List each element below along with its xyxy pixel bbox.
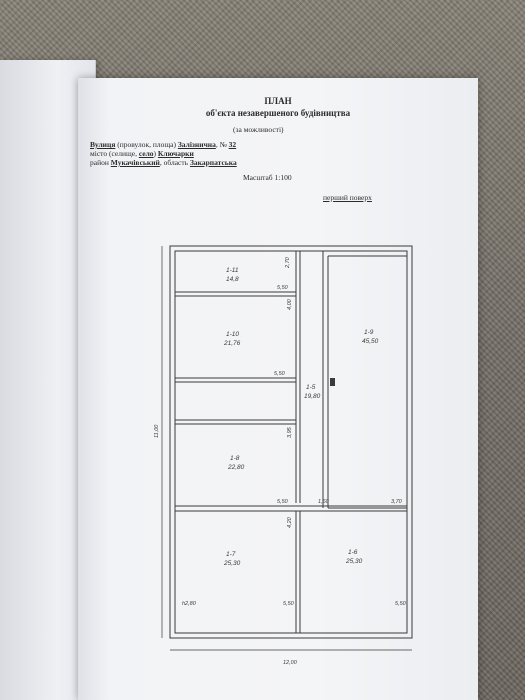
dim-550-a: 5,50 bbox=[277, 285, 289, 291]
street-label: Вулиця bbox=[90, 140, 116, 149]
door-marker bbox=[330, 378, 335, 386]
room-label-1-10: 1-10 bbox=[226, 331, 239, 338]
room-area-1-7: 25,30 bbox=[223, 560, 241, 567]
room-label-1-6: 1-6 bbox=[348, 549, 358, 556]
document-page: ПЛАН об'єкта незавершеного будівництва (… bbox=[78, 78, 478, 700]
room-area-1-9: 45,50 bbox=[362, 338, 379, 345]
dim-total-width: 12,00 bbox=[283, 660, 298, 666]
room-area-1-6: 25,30 bbox=[345, 558, 363, 565]
city-name: Ключарки bbox=[157, 149, 194, 158]
address-district-line: район Мукачівський, область Закарпатська bbox=[90, 158, 237, 167]
dim-total-height: 11,00 bbox=[154, 424, 160, 438]
street-number: 32 bbox=[228, 140, 237, 149]
dim-550-c: 5,50 bbox=[277, 499, 289, 505]
dim-550-b: 5,50 bbox=[274, 371, 286, 377]
dim-550-e: 5,50 bbox=[395, 601, 407, 607]
city-mid: ) bbox=[153, 149, 158, 158]
room-label-1-7: 1-7 bbox=[226, 551, 236, 558]
room-area-1-11: 14,8 bbox=[226, 276, 239, 283]
dim-420: 4,20 bbox=[287, 516, 293, 528]
address-city-line: місто (селище, село) Ключарки bbox=[90, 149, 194, 158]
dim-395: 3,95 bbox=[287, 426, 293, 438]
outer-wall-outer bbox=[169, 245, 413, 639]
room-label-1-11: 1-11 bbox=[226, 267, 239, 274]
city-type: село bbox=[138, 149, 154, 158]
scale-label: Масштаб 1:100 bbox=[243, 173, 292, 182]
dim-400: 4,00 bbox=[287, 298, 293, 310]
document-note: (за можливості) bbox=[233, 125, 284, 134]
dim-270: 2,70 bbox=[285, 256, 291, 269]
floor-label: перший поверх bbox=[323, 193, 372, 202]
number-label: , № bbox=[215, 140, 229, 149]
city-prefix: місто (селище, bbox=[90, 149, 139, 158]
street-rest: (провулок, площа) bbox=[115, 140, 178, 149]
room-area-1-5: 19,80 bbox=[304, 393, 321, 400]
street-name: Залізнична bbox=[177, 140, 216, 149]
room-area-1-8: 22,80 bbox=[227, 464, 245, 471]
address-street-line: Вулиця (провулок, площа) Залізнична, № 3… bbox=[90, 140, 236, 149]
room-label-1-8: 1-8 bbox=[230, 455, 240, 462]
dim-160: 1,60 bbox=[318, 499, 330, 505]
district-name: Мукачівський bbox=[110, 158, 160, 167]
district-prefix: район bbox=[90, 158, 111, 167]
document-subtitle: об'єкта незавершеного будівництва bbox=[205, 108, 351, 118]
room-label-1-5: 1-5 bbox=[306, 384, 316, 391]
room-area-1-10: 21,76 bbox=[223, 340, 241, 347]
outer-wall-inner bbox=[174, 250, 408, 634]
floor-plan-drawing: 1-11 14,8 1-10 21,76 1-9 45,50 1-5 19,80… bbox=[154, 245, 413, 666]
document-title: ПЛАН bbox=[264, 96, 292, 106]
dim-550-d: 5,50 bbox=[283, 601, 295, 607]
dim-280: h2,80 bbox=[182, 601, 197, 607]
room-label-1-9: 1-9 bbox=[364, 329, 374, 336]
dim-370: 3,70 bbox=[391, 499, 403, 505]
region-prefix: , область bbox=[159, 158, 190, 167]
region-name: Закарпатська bbox=[189, 158, 237, 167]
